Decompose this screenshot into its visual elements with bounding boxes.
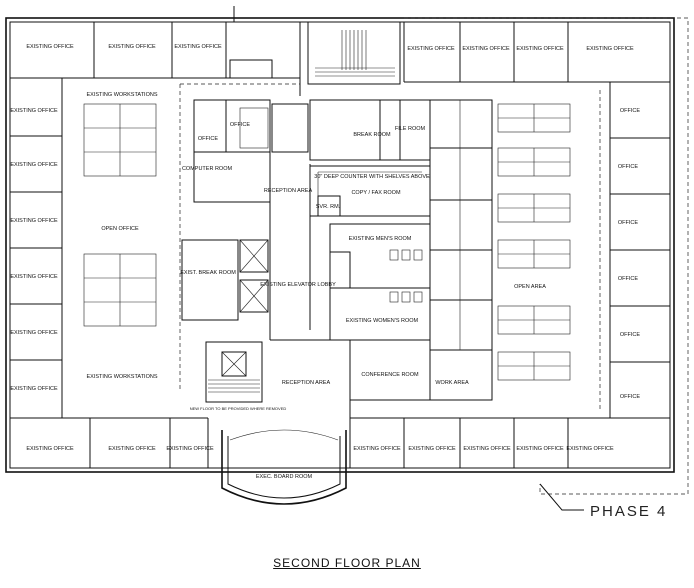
room-labels: EXISTING OFFICE EXISTING OFFICE EXISTING… xyxy=(10,44,640,480)
label-bottom-office-7: EXISTING OFFICE xyxy=(516,446,564,452)
label-left-office-4: EXISTING OFFICE xyxy=(10,274,58,280)
label-office-small: OFFICE xyxy=(198,136,218,142)
label-top-office-7: EXISTING OFFICE xyxy=(586,46,634,52)
label-bottom-office-6: EXISTING OFFICE xyxy=(463,446,511,452)
label-reception-top: RECEPTION AREA xyxy=(264,188,313,194)
label-workstations-top: EXISTING WORKSTATIONS xyxy=(87,92,158,98)
phase-leader-line xyxy=(539,483,584,511)
label-exist-break-room: EXIST. BREAK ROOM xyxy=(180,270,236,276)
label-right-office-3: OFFICE xyxy=(618,220,638,226)
exterior-wall xyxy=(5,17,675,473)
label-copy-fax: COPY / FAX ROOM xyxy=(351,190,401,196)
label-exec-board-room: EXEC. BOARD ROOM xyxy=(256,474,313,480)
label-bottom-office-2: EXISTING OFFICE xyxy=(108,446,156,452)
label-open-area: OPEN AREA xyxy=(514,284,546,290)
left-office-column xyxy=(10,78,63,418)
label-floor-note: NEW FLOOR TO BE PROVIDED WHERE REMOVED xyxy=(190,406,287,411)
label-bottom-office-5: EXISTING OFFICE xyxy=(408,446,456,452)
label-right-office-1: OFFICE xyxy=(620,108,640,114)
label-bottom-office-4: EXISTING OFFICE xyxy=(353,446,401,452)
label-office-small-2: OFFICE xyxy=(230,122,250,128)
label-bottom-office-3: EXISTING OFFICE xyxy=(166,446,214,452)
label-left-office-3: EXISTING OFFICE xyxy=(10,218,58,224)
top-office-row xyxy=(10,6,670,96)
label-right-office-5: OFFICE xyxy=(620,332,640,338)
label-conference-room: CONFERENCE ROOM xyxy=(361,372,419,378)
label-mens-room: EXISTING MEN'S ROOM xyxy=(349,236,412,242)
label-bottom-office-8: EXISTING OFFICE xyxy=(566,446,614,452)
label-top-office-3: EXISTING OFFICE xyxy=(174,44,222,50)
label-top-office-6: EXISTING OFFICE xyxy=(516,46,564,52)
label-counter-note: 30" DEEP COUNTER WITH SHELVES ABOVE xyxy=(314,174,430,180)
label-file-room: FILE ROOM xyxy=(395,126,426,132)
label-left-office-2: EXISTING OFFICE xyxy=(10,162,58,168)
phase-label: PHASE 4 xyxy=(590,503,668,520)
label-left-office-5: EXISTING OFFICE xyxy=(10,330,58,336)
label-left-office-6: EXISTING OFFICE xyxy=(10,386,58,392)
label-computer-room: COMPUTER ROOM xyxy=(182,166,233,172)
label-top-office-5: EXISTING OFFICE xyxy=(462,46,510,52)
label-right-office-2: OFFICE xyxy=(618,164,638,170)
label-right-office-6: OFFICE xyxy=(620,394,640,400)
cubicle-clusters xyxy=(497,103,571,381)
label-bottom-office-1: EXISTING OFFICE xyxy=(26,446,74,452)
label-work-area: WORK AREA xyxy=(435,380,469,386)
label-top-office-2: EXISTING OFFICE xyxy=(108,44,156,50)
label-top-office-1: EXISTING OFFICE xyxy=(26,44,74,50)
central-core xyxy=(181,99,493,418)
label-reception-bottom: RECEPTION AREA xyxy=(282,380,331,386)
exterior-wall-inner xyxy=(9,21,671,469)
workstation-grids xyxy=(83,103,157,327)
label-womens-room: EXISTING WOMEN'S ROOM xyxy=(346,318,419,324)
phase-boundary xyxy=(179,17,689,495)
label-top-office-4: EXISTING OFFICE xyxy=(407,46,455,52)
label-break-room: BREAK ROOM xyxy=(353,132,391,138)
label-svr-rm: SVR. RM. xyxy=(316,204,341,210)
bottom-office-row xyxy=(10,417,670,505)
label-elevator-lobby: EXISTING ELEVATOR LOBBY xyxy=(260,282,336,288)
label-workstations-bottom: EXISTING WORKSTATIONS xyxy=(87,374,158,380)
plan-title-wrap: SECOND FLOOR PLAN xyxy=(0,556,694,570)
label-right-office-4: OFFICE xyxy=(618,276,638,282)
label-left-office-1: EXISTING OFFICE xyxy=(10,108,58,114)
right-office-column xyxy=(609,82,670,418)
plan-title: SECOND FLOOR PLAN xyxy=(273,556,421,570)
label-open-office-left: OPEN OFFICE xyxy=(101,226,139,232)
